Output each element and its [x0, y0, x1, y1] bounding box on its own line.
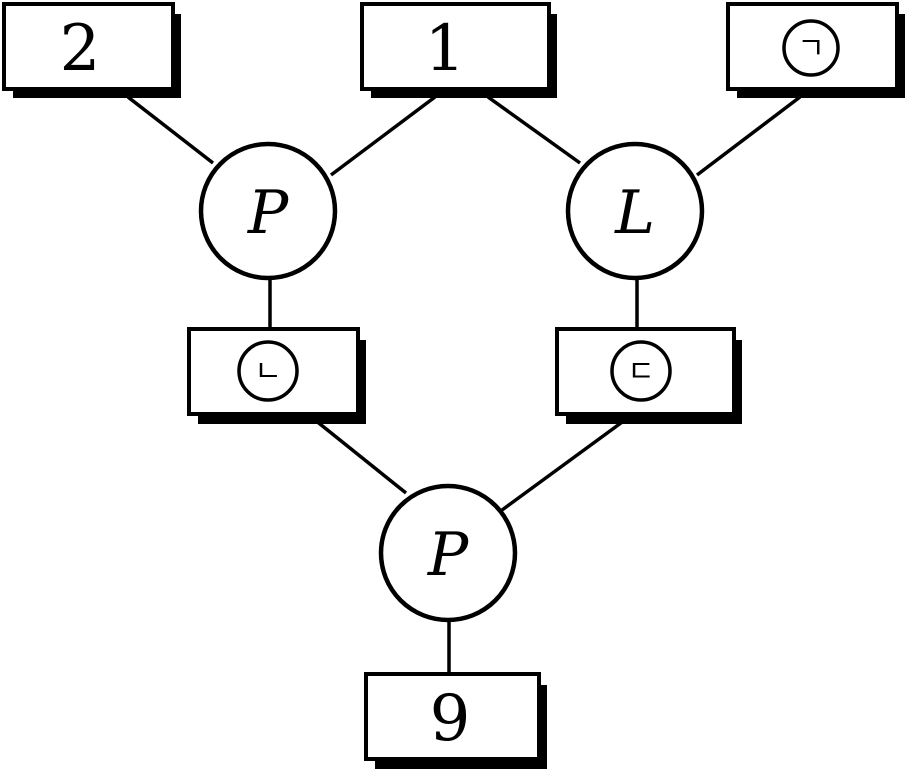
- circled-mark-ring: [237, 340, 299, 402]
- edges: [126, 95, 802, 672]
- operator-node-l: L: [565, 141, 705, 281]
- edge-box-2-to-op-p-left: [126, 95, 215, 165]
- operator-l-label: L: [614, 178, 655, 248]
- box-top-right: ㄱ: [726, 2, 905, 98]
- edge-box-nieun-to-op-p-bottom: [313, 418, 408, 495]
- box-top-left-value: 2: [60, 12, 101, 86]
- circled-mark-ring: [782, 19, 840, 77]
- box-top-right-value: ㄱ: [797, 32, 825, 67]
- box-top-left: 2: [2, 2, 181, 98]
- operator-node-p-lower: P: [378, 483, 518, 623]
- box-middle-right: ㄷ: [555, 327, 742, 424]
- box-bottom-value: 9: [430, 682, 471, 756]
- edge-box-1-to-op-l: [486, 95, 582, 165]
- box-middle-right-value: ㄷ: [627, 355, 655, 390]
- operator-p-lower-label: P: [427, 520, 470, 590]
- edge-box-digeut-to-op-p-bottom: [500, 418, 627, 512]
- operator-p-upper-label: P: [247, 178, 290, 248]
- operator-node-p-upper: P: [198, 141, 338, 281]
- box-middle-left-value: ㄴ: [254, 355, 282, 390]
- box-middle-left: ㄴ: [187, 327, 366, 424]
- box-top-middle: 1: [360, 2, 557, 98]
- box-bottom: 9: [364, 672, 547, 769]
- edge-box-giyeok-to-op-l: [695, 95, 802, 177]
- edge-box-1-to-op-p-left: [329, 95, 437, 177]
- box-top-middle-value: 1: [425, 12, 466, 86]
- circled-mark-ring: [610, 340, 672, 402]
